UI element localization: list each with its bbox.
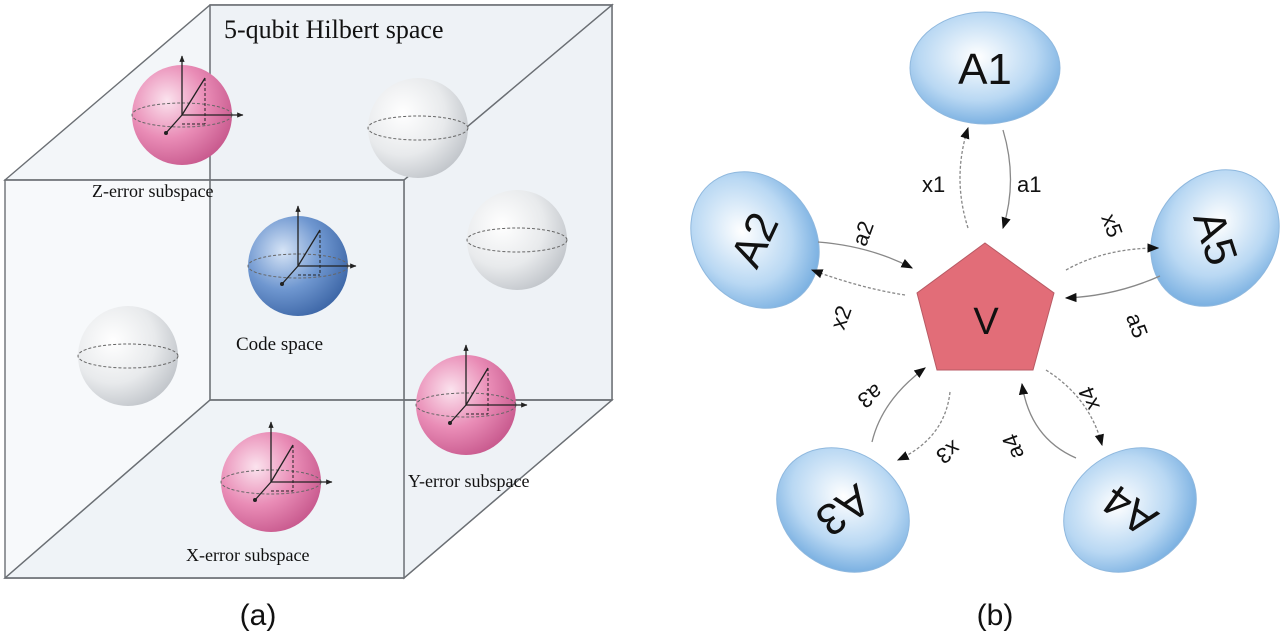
hilbert-space-title: 5-qubit Hilbert space: [224, 15, 444, 44]
label-a5: a5: [1121, 310, 1153, 342]
code-space-label: Code space: [236, 334, 323, 355]
label-a3: a3: [853, 379, 887, 414]
edge-a2: [817, 241, 914, 269]
node-a4: A4: [1063, 447, 1197, 573]
y-error-sphere: [415, 344, 528, 455]
node-a2: A2: [690, 171, 820, 309]
x-error-sphere: [220, 421, 333, 532]
node-a5: A5: [1150, 169, 1280, 307]
edge-x2: [810, 269, 906, 296]
label-a4: a4: [997, 431, 1029, 463]
cube-front-face: [4, 179, 405, 579]
y-error-label: Y-error subspace: [408, 471, 529, 491]
label-a1: a1: [1017, 172, 1041, 197]
center-label: V: [973, 301, 999, 343]
z-error-label: Z-error subspace: [92, 181, 213, 201]
center-node-v: [916, 242, 1055, 371]
label-x1: x1: [922, 172, 945, 197]
caption-a: (a): [240, 599, 277, 632]
z-error-sphere: [131, 55, 244, 165]
sphere-right: [466, 190, 568, 290]
x-error-label: X-error subspace: [186, 545, 309, 565]
edge-a4: [1018, 382, 1077, 459]
code-space-sphere: [247, 205, 357, 316]
panel-b: V A1 A2 A5 A3 A4 x1 a1: [690, 11, 1280, 632]
caption-b: (b): [977, 599, 1014, 632]
label-x2: x2: [825, 302, 856, 332]
sphere-top-right: [367, 78, 469, 178]
label-x3: x3: [932, 435, 965, 469]
edge-x5: [1065, 243, 1160, 271]
panel-a: 5-qubit Hilbert space Z-error subspace: [3, 3, 614, 632]
label-x5: x5: [1096, 210, 1127, 240]
edge-a1: [1001, 129, 1012, 230]
node-a1: A1: [909, 11, 1061, 125]
edge-a5: [1064, 275, 1161, 303]
label-a2: a2: [847, 218, 879, 250]
node-a3: A3: [776, 447, 910, 573]
sphere-left: [77, 306, 179, 406]
edge-x4: [1045, 369, 1104, 447]
edge-x1: [959, 126, 970, 229]
edge-a3: [871, 367, 926, 443]
label-x4: x4: [1073, 383, 1104, 413]
node-a1-label: A1: [958, 45, 1012, 94]
